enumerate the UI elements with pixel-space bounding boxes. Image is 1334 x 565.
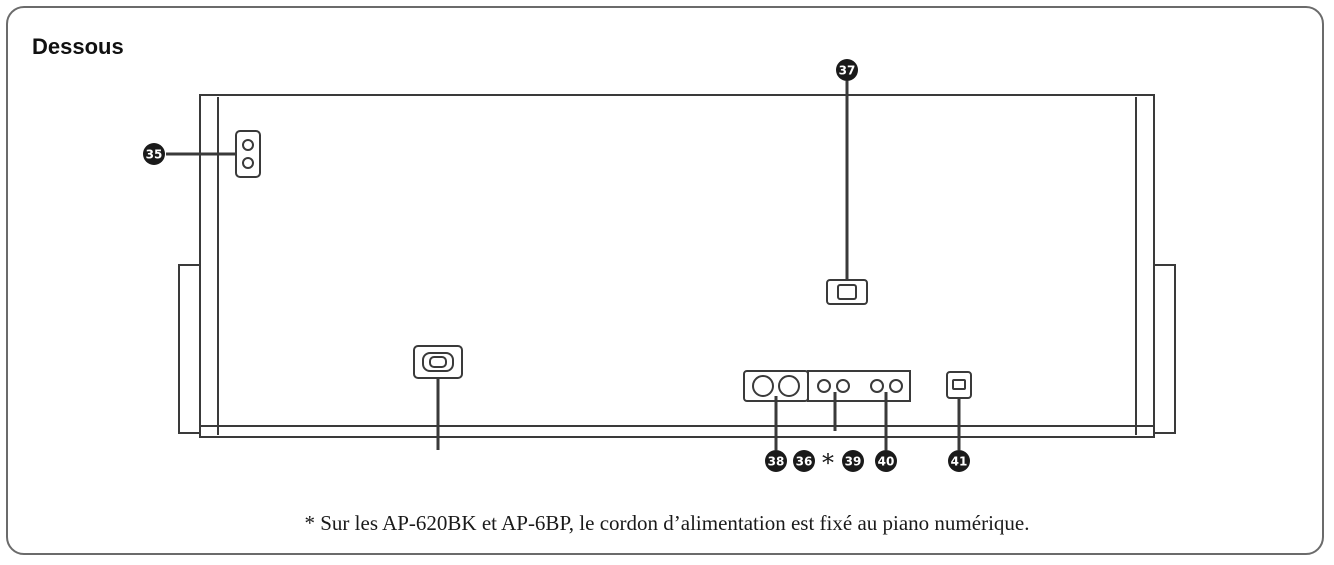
- speaker-jack-port: [235, 130, 261, 178]
- diagram-frame: [6, 6, 1324, 555]
- svg-text:38: 38: [768, 455, 785, 469]
- callout-40: 40: [875, 450, 897, 472]
- svg-text:41: 41: [951, 455, 968, 469]
- piano-body: [199, 94, 1155, 438]
- pedal-connector-port: [743, 370, 809, 402]
- asterisk-marker: *: [822, 449, 834, 477]
- svg-text:35: 35: [146, 148, 163, 162]
- footnote: * Sur les AP-620BK et AP-6BP, le cordon …: [304, 511, 1030, 535]
- svg-text:37: 37: [839, 64, 856, 78]
- svg-text:40: 40: [878, 455, 895, 469]
- callout-35: 35: [143, 143, 165, 165]
- svg-text:36: 36: [796, 455, 813, 469]
- jack-panel: [807, 370, 911, 402]
- callout-36: 36: [793, 450, 815, 472]
- right-leg: [1153, 264, 1176, 434]
- callout-37: 37: [836, 59, 858, 81]
- callout-38: 38: [765, 450, 787, 472]
- section-title: Dessous: [32, 34, 124, 59]
- square-connector-port: [826, 279, 868, 305]
- leader-lines: [166, 81, 961, 450]
- usb-port: [946, 371, 972, 399]
- left-leg: [178, 264, 201, 434]
- callout-39: 39: [842, 450, 864, 472]
- callout-41: 41: [948, 450, 970, 472]
- power-inlet-port: [413, 345, 463, 379]
- svg-text:39: 39: [845, 455, 862, 469]
